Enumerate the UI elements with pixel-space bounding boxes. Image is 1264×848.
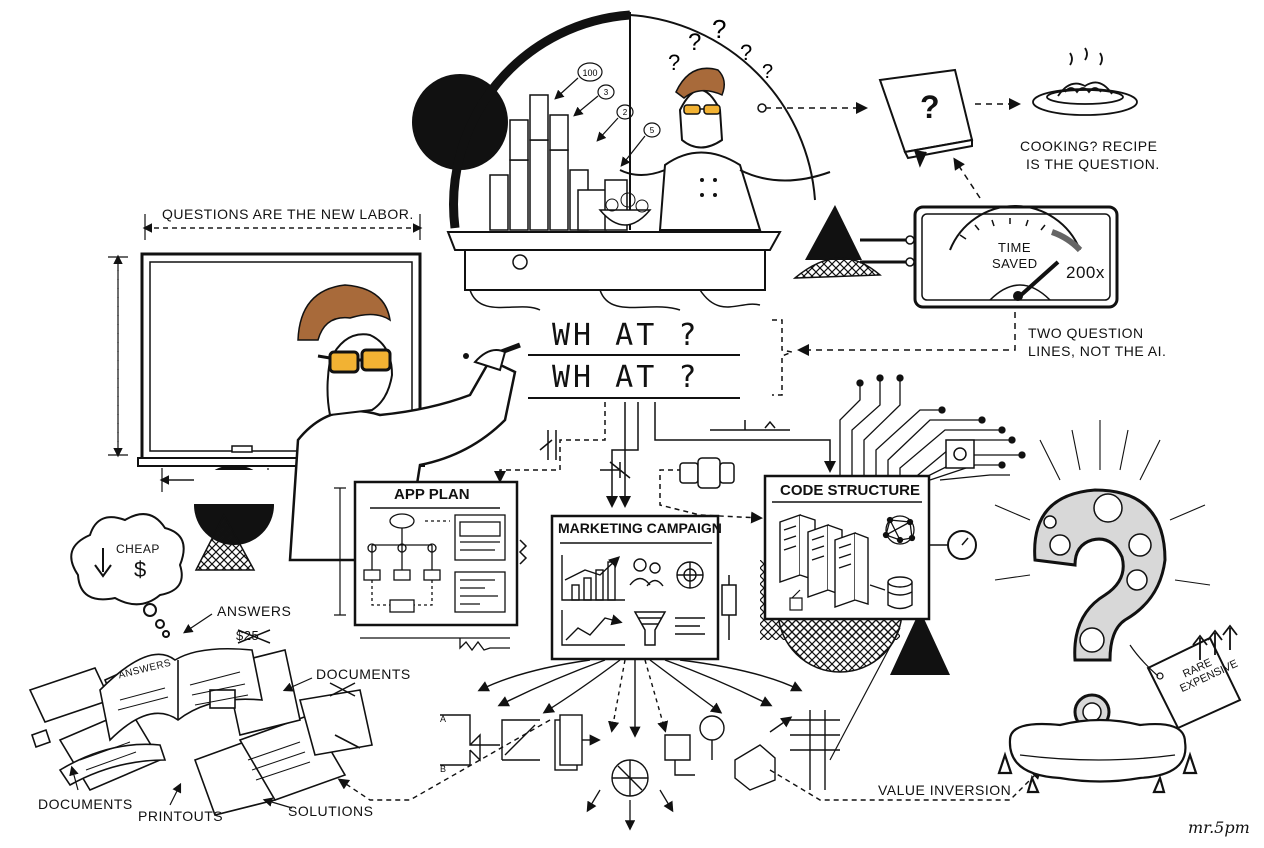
- cooking-note-line-2: IS THE QUESTION.: [1026, 156, 1160, 172]
- funnel-icon: [633, 611, 705, 646]
- book-icon: [878, 68, 974, 168]
- question-mark-icon: ?: [762, 61, 773, 83]
- presenter-figure: [288, 284, 521, 562]
- label-documents-left: DOCUMENTS: [38, 796, 133, 812]
- svg-text:A: A: [440, 714, 446, 724]
- code-structure-box: [763, 474, 931, 621]
- chef-dome: 100 3 2 5 ? ? ? ? ?: [412, 10, 882, 311]
- gauge-icon: [913, 204, 1119, 309]
- label-price: $25: [236, 628, 260, 643]
- marketing-campaign-box: [550, 514, 737, 661]
- question-mark-icon: ?: [920, 89, 940, 125]
- svg-text:B: B: [440, 764, 446, 774]
- cloud-dollar: $: [134, 557, 147, 582]
- app-plan-title: APP PLAN: [394, 486, 470, 503]
- price-tag-icon: [1129, 636, 1242, 730]
- what-line-1: WH AT ?: [552, 318, 700, 353]
- question-mark-icon: ?: [740, 40, 752, 65]
- dollar-icon: [94, 548, 112, 578]
- label-printouts: PRINTOUTS: [138, 808, 224, 824]
- gauge-label-line-1: TIME: [998, 240, 1032, 255]
- can-callouts: [554, 62, 661, 167]
- can-label: 2: [623, 108, 628, 117]
- two-lines-note-line-1: TWO QUESTION: [1028, 325, 1144, 341]
- spaghetti-plate-icon: [1032, 47, 1138, 116]
- can-label: 3: [604, 88, 609, 97]
- text-lines: [79, 671, 311, 781]
- output-arrows: [477, 659, 803, 738]
- label-solutions: SOLUTIONS: [288, 803, 374, 819]
- label-answers: ANSWERS: [217, 603, 292, 619]
- headline: QUESTIONS ARE THE NEW LABOR.: [162, 206, 414, 222]
- question-mark-icon: ?: [668, 50, 680, 75]
- cloud-text: CHEAP: [116, 542, 160, 556]
- gauge-label-line-2: SAVED: [992, 256, 1038, 271]
- thought-cloud-icon: [70, 513, 185, 638]
- code-structure-title: CODE STRUCTURE: [780, 482, 921, 499]
- signature: mr.5pm: [1188, 818, 1250, 837]
- chef-figure: [619, 67, 831, 231]
- gauge-value: 200x: [1066, 263, 1105, 282]
- cooking-note-line-1: COOKING? RECIPE: [1020, 138, 1158, 154]
- pillow-icon: [997, 718, 1198, 794]
- can-label: 100: [582, 68, 597, 78]
- output-components: [440, 710, 840, 797]
- can-label: 5: [650, 126, 655, 135]
- database-icon: [887, 576, 913, 610]
- label-documents-right: DOCUMENTS: [316, 666, 411, 682]
- bar-chart-icon: [561, 555, 625, 646]
- gear-icon: [679, 457, 735, 489]
- marketing-campaign-title: MARKETING CAMPAIGN: [558, 520, 722, 536]
- cans-stack: [489, 94, 628, 231]
- value-inversion-label: VALUE INVERSION: [878, 782, 1012, 798]
- question-mark-icon: ?: [712, 14, 726, 44]
- question-mark-icon: ?: [688, 29, 701, 56]
- what-line-2: WH AT ?: [552, 360, 700, 395]
- circuit-traces: [839, 374, 1026, 481]
- server-icon: [779, 514, 869, 608]
- two-lines-note-line-2: LINES, NOT THE AI.: [1028, 343, 1167, 359]
- document-pile: [28, 647, 373, 816]
- app-plan-box: [334, 480, 528, 652]
